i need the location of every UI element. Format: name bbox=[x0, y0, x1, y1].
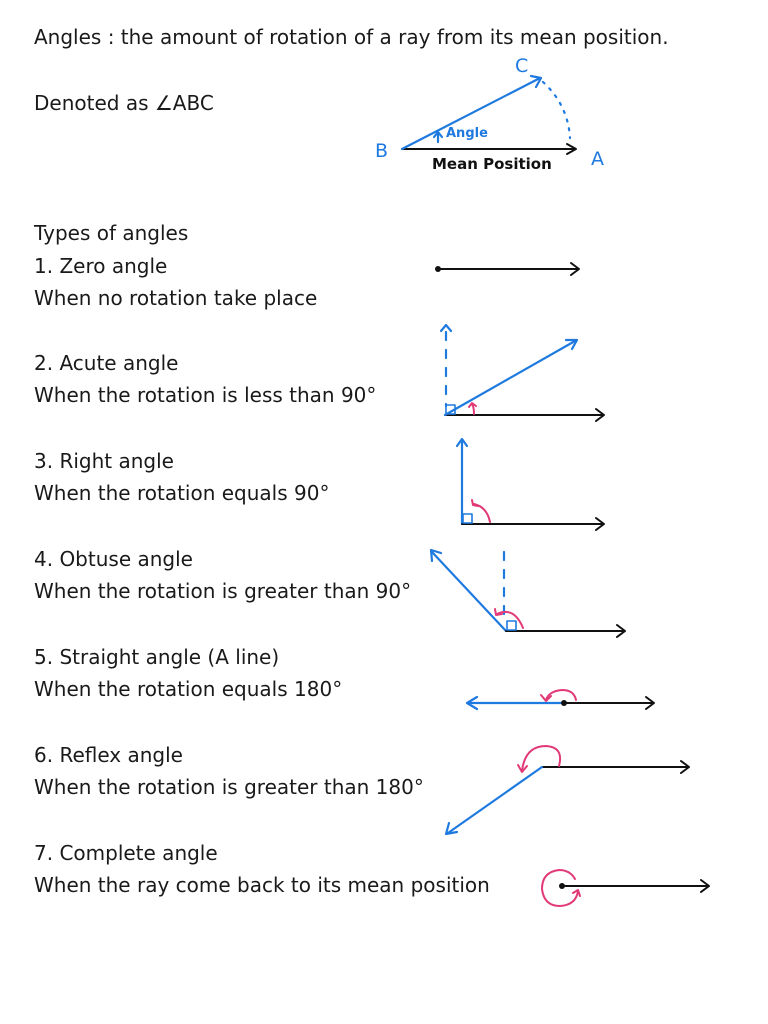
denoted-text: Denoted as ∠ABC bbox=[34, 91, 214, 115]
reflex-angle-figure bbox=[444, 745, 690, 836]
acute-angle-desc: When the rotation is less than 90° bbox=[34, 383, 377, 407]
obtuse-angle-title: 4. Obtuse angle bbox=[34, 547, 193, 571]
acute-angle-title: 2. Acute angle bbox=[34, 351, 179, 375]
label-c: C bbox=[515, 55, 529, 77]
right-angle-desc: When the rotation equals 90° bbox=[34, 481, 330, 505]
rotated-ray bbox=[400, 76, 542, 151]
right-angle-title: 3. Right angle bbox=[34, 449, 174, 473]
straight-angle-figure bbox=[465, 689, 655, 711]
label-mean-position: Mean Position bbox=[432, 155, 552, 173]
rotation-path bbox=[541, 80, 572, 140]
complete-angle-figure bbox=[541, 869, 710, 907]
straight-angle-desc: When the rotation equals 180° bbox=[34, 677, 343, 701]
abc-diagram bbox=[400, 74, 577, 155]
reflex-angle-desc: When the rotation is greater than 180° bbox=[34, 775, 424, 799]
complete-angle-title: 7. Complete angle bbox=[34, 841, 218, 865]
definition-text: Angles : the amount of rotation of a ray… bbox=[34, 25, 669, 49]
label-a: A bbox=[591, 148, 604, 170]
complete-angle-desc: When the ray come back to its mean posit… bbox=[34, 873, 490, 897]
right-angle-figure bbox=[455, 437, 605, 531]
mean-arrowhead bbox=[566, 143, 577, 155]
zero-angle-title: 1. Zero angle bbox=[34, 254, 168, 278]
types-heading: Types of angles bbox=[34, 221, 189, 245]
straight-angle-title: 5. Straight angle (A line) bbox=[34, 645, 280, 669]
obtuse-angle-figure bbox=[429, 548, 626, 638]
rotated-arrowhead bbox=[529, 74, 543, 89]
label-angle: Angle bbox=[446, 126, 488, 141]
zero-angle-figure bbox=[435, 262, 580, 276]
label-b: B bbox=[375, 140, 389, 162]
reflex-angle-title: 6. Reflex angle bbox=[34, 743, 183, 767]
obtuse-angle-desc: When the rotation is greater than 90° bbox=[34, 579, 412, 603]
zero-angle-desc: When no rotation take place bbox=[34, 286, 318, 310]
acute-angle-figure bbox=[439, 323, 605, 422]
